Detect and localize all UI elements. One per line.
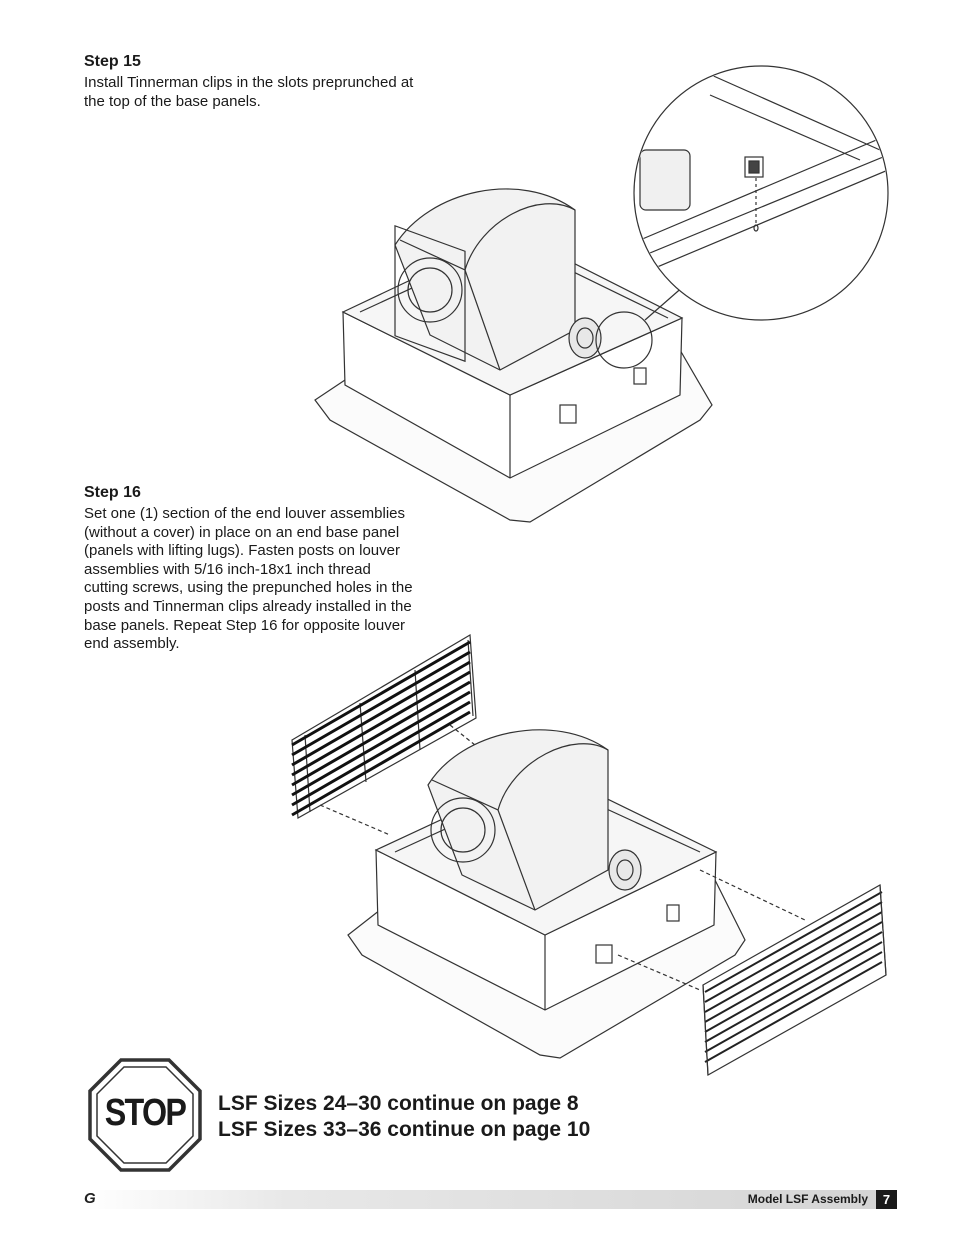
- footer-title: Model LSF Assembly: [747, 1192, 868, 1206]
- footer-bar: [84, 1190, 897, 1209]
- step15-body: Install Tinnerman clips in the slots pre…: [84, 74, 414, 110]
- step15-title: Step 15: [84, 53, 141, 70]
- right-louver-assembly: [702, 884, 887, 1076]
- page-number: 7: [876, 1190, 897, 1209]
- left-louver-assembly: [291, 633, 477, 819]
- stop-note-line2: LSF Sizes 33–36 continue on page 10: [218, 1118, 591, 1141]
- brand-logo-icon: G: [84, 1190, 96, 1207]
- step16-title: Step 16: [84, 484, 141, 501]
- stop-sign-text: STOP: [104, 1092, 187, 1134]
- step16-body: Set one (1) section of the end louver as…: [84, 505, 413, 653]
- stop-sign-icon: STOP: [88, 1058, 202, 1172]
- stop-note-line1: LSF Sizes 24–30 continue on page 8: [218, 1092, 579, 1115]
